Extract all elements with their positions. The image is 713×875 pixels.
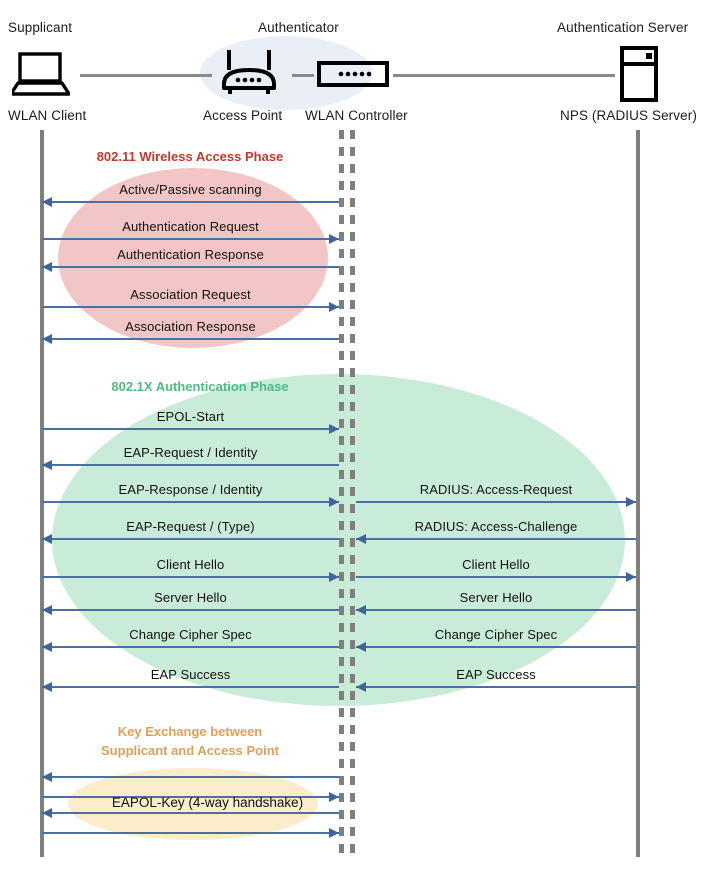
connector-ap-to-controller (292, 74, 314, 77)
laptop-icon (9, 52, 71, 101)
message-arrow-line (42, 306, 339, 308)
message-arrow-line (356, 686, 636, 688)
message-arrow-head-left (42, 460, 52, 470)
phase-title-dot1x-authentication: 802.1X Authentication Phase (111, 379, 289, 394)
phase-ellipse-key-exchange (68, 768, 318, 840)
message-arrow-line (42, 686, 339, 688)
message-label: Association Response (125, 319, 256, 334)
message-arrow-line (42, 428, 339, 430)
connector-controller-to-server (393, 74, 615, 77)
message-label: Change Cipher Spec (434, 627, 558, 642)
message-label: Authentication Response (117, 247, 264, 262)
message-arrow-line (42, 832, 339, 834)
message-label: Server Hello (154, 590, 227, 605)
message-arrow-line (42, 338, 339, 340)
message-arrow-head-left (42, 262, 52, 272)
message-arrow-line (42, 464, 339, 466)
message-arrow-head-left (356, 682, 366, 692)
message-arrow-head-right (329, 234, 339, 244)
message-arrow-line (356, 538, 636, 540)
message-label: Client Hello (156, 557, 225, 572)
message-arrow-head-left (42, 642, 52, 652)
message-label: RADIUS: Access-Request (419, 482, 573, 497)
message-arrow-line (42, 266, 339, 268)
message-label: RADIUS: Access-Challenge (414, 519, 578, 534)
message-arrow-line (42, 646, 339, 648)
message-label: EPOL-Start (156, 409, 225, 424)
actor-device-wlan-client: WLAN Client (8, 108, 87, 123)
message-arrow-head-left (42, 605, 52, 615)
message-label: EAP Success (150, 667, 231, 682)
message-arrow-head-left (42, 534, 52, 544)
message-arrow-head-right (626, 572, 636, 582)
server-icon (619, 46, 659, 107)
message-arrow-head-right (329, 497, 339, 507)
actor-role-authenticator: Authenticator (258, 20, 339, 35)
message-arrow-line (42, 538, 339, 540)
message-arrow-head-right (329, 424, 339, 434)
message-arrow-line (356, 501, 636, 503)
message-arrow-head-left (42, 197, 52, 207)
message-arrow-line (42, 776, 339, 778)
message-arrow-head-right (329, 792, 339, 802)
message-label: EAP-Request / (Type) (126, 519, 255, 534)
message-arrow-line (42, 812, 339, 814)
message-arrow-head-left (42, 808, 52, 818)
message-arrow-line (42, 609, 339, 611)
message-arrow-line (42, 201, 339, 203)
lifeline-wlan-controller (350, 130, 355, 857)
phase-title-key-exchange: Key Exchange between Supplicant and Acce… (101, 724, 279, 758)
message-label: EAP Success (456, 667, 536, 682)
actor-role-authentication-server: Authentication Server (557, 20, 689, 35)
message-arrow-line (356, 609, 636, 611)
message-arrow-head-left (42, 772, 52, 782)
message-label: Server Hello (459, 590, 533, 605)
message-label: EAP-Request / Identity (123, 445, 258, 460)
message-arrow-head-right (329, 572, 339, 582)
message-arrow-line (42, 238, 339, 240)
message-arrow-head-left (42, 334, 52, 344)
actor-role-supplicant: Supplicant (8, 20, 73, 35)
message-arrow-line (42, 501, 339, 503)
message-label: Client Hello (462, 557, 530, 572)
message-arrow-head-right (626, 497, 636, 507)
lifeline-access-point (339, 130, 344, 857)
message-arrow-head-right (329, 828, 339, 838)
phase-ellipse-wireless-access (58, 168, 328, 348)
lifeline-nps-radius-server (636, 130, 640, 857)
message-arrow-head-left (356, 605, 366, 615)
message-arrow-line (42, 796, 339, 798)
actor-device-access-point: Access Point (203, 108, 283, 123)
message-label: Change Cipher Spec (129, 627, 252, 642)
message-arrow-head-left (356, 642, 366, 652)
connector-client-to-ap (80, 74, 212, 77)
wlan-controller-icon (317, 61, 389, 92)
message-arrow-head-left (356, 534, 366, 544)
message-label: Association Request (130, 287, 251, 302)
message-arrow-line (356, 646, 636, 648)
phase-title-wireless-access: 802.11 Wireless Access Phase (96, 149, 284, 164)
lifeline-wlan-client (40, 130, 44, 857)
wireless-access-point-icon (216, 48, 282, 101)
message-label: EAP-Response / Identity (118, 482, 263, 497)
message-label: Active/Passive scanning (119, 182, 262, 197)
key-exchange-caption: EAPOL-Key (4-way handshake) (111, 795, 304, 810)
actor-device-nps-radius-server: NPS (RADIUS Server) (560, 108, 697, 123)
message-arrow-line (356, 576, 636, 578)
actor-device-wlan-controller: WLAN Controller (305, 108, 408, 123)
message-arrow-head-left (42, 682, 52, 692)
message-label: Authentication Request (122, 219, 259, 234)
message-arrow-line (42, 576, 339, 578)
message-arrow-head-right (329, 302, 339, 312)
